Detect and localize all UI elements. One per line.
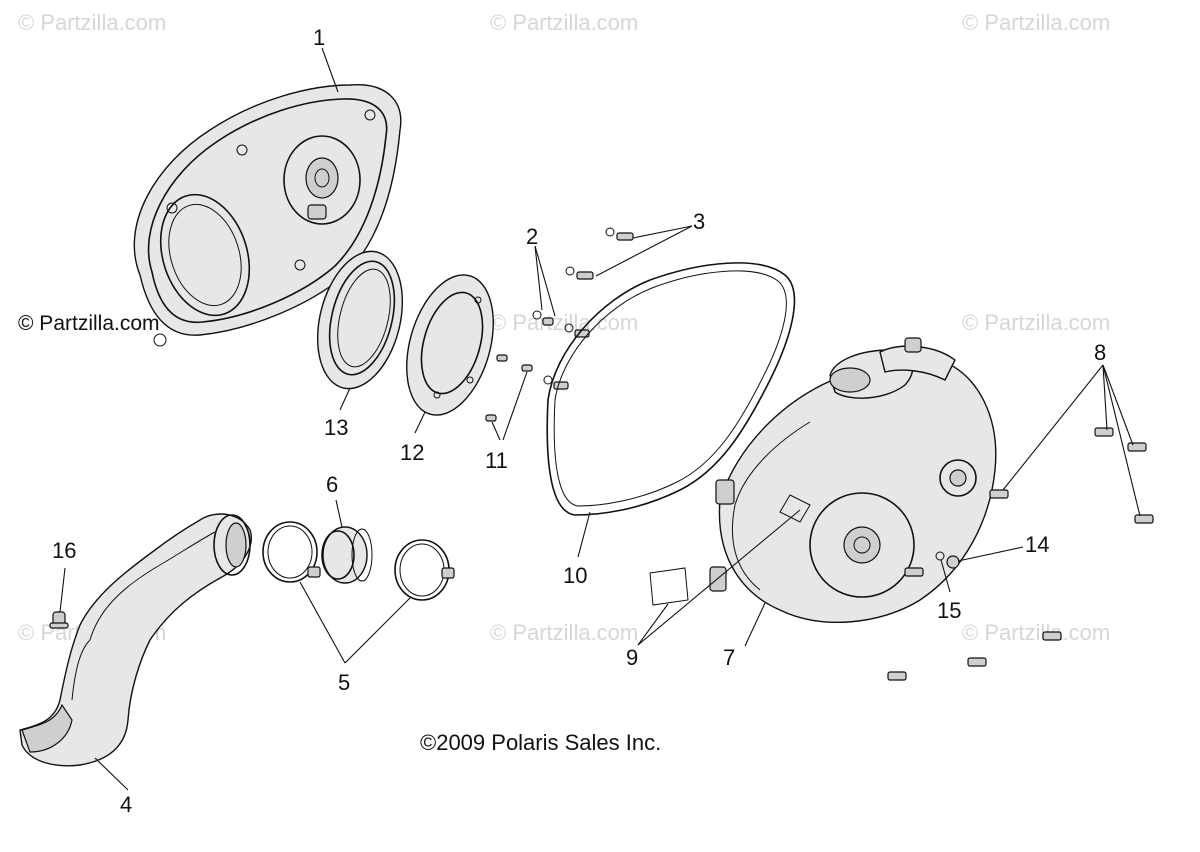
seal-part (316, 250, 404, 390)
callout-6: 6 (326, 472, 338, 497)
decal-part (649, 567, 689, 606)
callout-14: 14 (1025, 532, 1049, 557)
callout-7: 7 (723, 645, 735, 670)
hose-clamp-part (262, 521, 455, 601)
coupler-part (321, 526, 373, 584)
callout-1: 1 (313, 25, 325, 50)
bolt-part (532, 227, 634, 390)
watermark: © Partzilla.com (18, 312, 160, 335)
watermark: © Partzilla.com (18, 10, 166, 35)
nut-part (935, 551, 960, 569)
watermark: © Partzilla.com (490, 310, 638, 335)
callout-16: 16 (52, 538, 76, 563)
drive-belt-part (546, 262, 796, 516)
watermark: © Partzilla.com (490, 620, 638, 645)
watermark: © Partzilla.com (962, 310, 1110, 335)
copyright-notice: ©2009 Polaris Sales Inc. (420, 730, 661, 755)
watermark: © Partzilla.com (962, 10, 1110, 35)
callout-2: 2 (526, 224, 538, 249)
inner-clutch-cover-part (133, 84, 402, 347)
callout-4: 4 (120, 792, 132, 817)
outer-clutch-cover-part (709, 337, 997, 623)
screw-part (485, 354, 533, 422)
callout-11: 11 (485, 448, 508, 473)
callout-3: 3 (693, 209, 705, 234)
callout-10: 10 (563, 563, 587, 588)
callout-8: 8 (1094, 340, 1106, 365)
callout-15: 15 (937, 598, 961, 623)
callout-12: 12 (400, 440, 424, 465)
callout-5: 5 (338, 670, 350, 695)
rivet-part (49, 611, 69, 629)
watermarks: © Partzilla.com © Partzilla.com © Partzi… (18, 10, 1110, 645)
intake-duct-part (19, 513, 252, 767)
callout-9: 9 (626, 645, 638, 670)
watermark: © Partzilla.com (962, 620, 1110, 645)
retainer-plate-part (406, 274, 494, 416)
watermark: © Partzilla.com (490, 10, 638, 35)
callout-13: 13 (324, 415, 348, 440)
cover-bolt-part (887, 427, 1154, 681)
